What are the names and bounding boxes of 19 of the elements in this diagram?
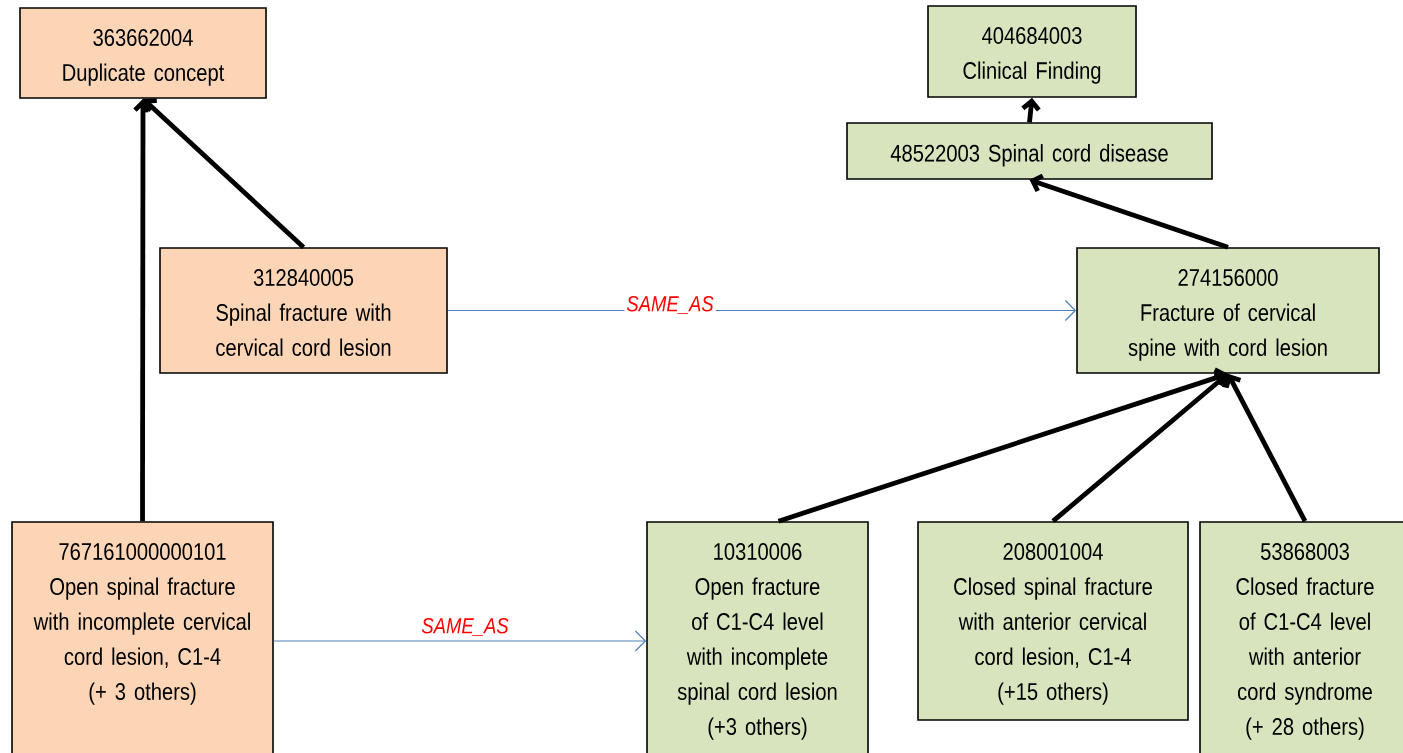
- concept-box: 404684003 Clinical Finding: [927, 5, 1137, 98]
- concept-box: 312840005 Spinal fracture with cervical cord lesion: [159, 247, 448, 374]
- arrow: [273, 630, 647, 652]
- arrow: [1029, 173, 1229, 250]
- edge-label: SAME_AS: [419, 615, 511, 638]
- arrow: [1021, 97, 1041, 123]
- edge-label: SAME_AS: [624, 293, 716, 316]
- concept-box: 363662004 Duplicate concept: [19, 7, 267, 99]
- arrow: [1051, 372, 1228, 524]
- concept-box: 208001004 Closed spinal fracture with anterior cervical cord lesion, C1-4 (+15 others): [917, 521, 1189, 721]
- arrow: [1223, 373, 1308, 523]
- concept-box: 10310006 Open fracture of C1-C4 level with incomplete spinal cord lesion (+3 others): [646, 521, 869, 753]
- arrow: [133, 98, 153, 522]
- concept-box: 767161000000101 Open spinal fracture with incomplete cervical cord lesion, C1-4 (+ 3 others): [11, 521, 274, 753]
- concept-box: 274156000 Fracture of cervical spine with cord lesion: [1076, 247, 1380, 374]
- concept-box: 53868003 Closed fracture of C1-C4 level with anterior cord syndrome (+ 28 others): [1199, 521, 1403, 753]
- arrow: [143, 98, 306, 249]
- concept-box: 48522003 Spinal cord disease: [846, 122, 1213, 180]
- arrow: [777, 367, 1228, 524]
